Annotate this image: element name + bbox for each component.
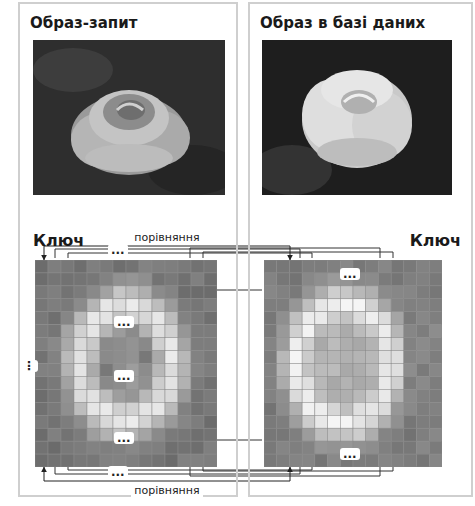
panel-heading: Образ-запит xyxy=(30,14,137,32)
ellipsis-mark: ... xyxy=(108,466,128,478)
ellipsis-mark: ... xyxy=(114,432,134,444)
ellipsis-mark: ... xyxy=(114,370,134,382)
ellipsis-mark: ... xyxy=(340,448,360,460)
key-heading: Ключ xyxy=(33,231,84,250)
comparison-connector xyxy=(44,467,290,481)
edge-label: порівняння xyxy=(131,484,202,497)
query-rose-photo xyxy=(33,40,225,195)
key-heading: Ключ xyxy=(410,231,461,250)
ellipsis-mark: ... xyxy=(114,316,134,328)
ellipsis-mark: ... xyxy=(340,268,360,280)
key-grid xyxy=(264,260,442,467)
image-panel: Образ в базі данихКлюч xyxy=(248,2,473,497)
database-rose-photo xyxy=(262,40,452,195)
ellipsis-mark: ... xyxy=(108,244,128,256)
key-grid-box: Ключ xyxy=(264,260,442,467)
ellipsis-mark: ⋮ xyxy=(20,360,38,372)
edge-label: порівняння xyxy=(131,231,202,244)
panel-heading: Образ в базі даних xyxy=(260,14,425,32)
image-panel: Образ-запитКлюч xyxy=(18,2,238,497)
